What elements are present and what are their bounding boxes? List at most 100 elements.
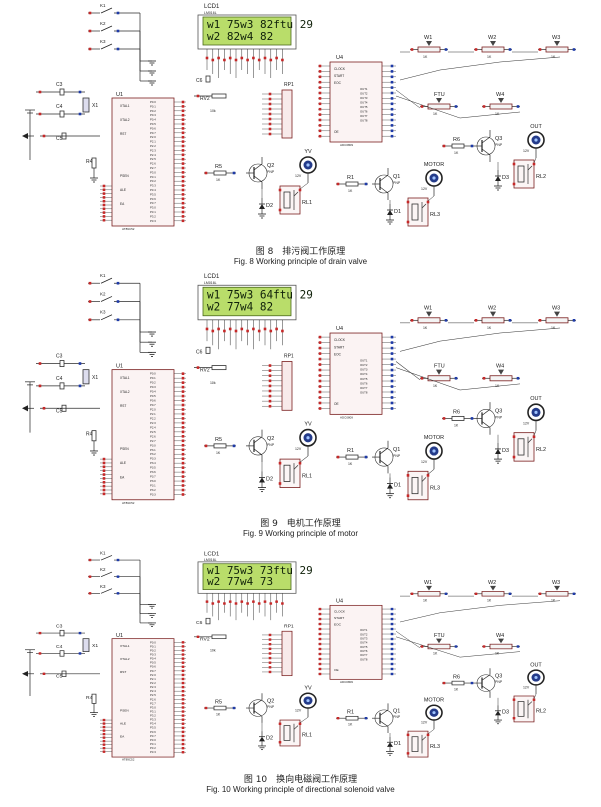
svg-text:OE: OE (334, 668, 339, 672)
svg-text:RV2: RV2 (200, 368, 210, 374)
svg-text:P2.3: P2.3 (150, 421, 156, 425)
svg-text:RL1: RL1 (302, 200, 312, 206)
svg-text:P2.5: P2.5 (150, 157, 156, 161)
relay-rl2: RL2 (512, 159, 546, 189)
svg-text:OUT7: OUT7 (360, 114, 368, 118)
svg-text:C5: C5 (56, 674, 63, 680)
svg-text:P3.0: P3.0 (150, 170, 156, 174)
svg-text:P0.7: P0.7 (150, 131, 156, 135)
lcd-line1: w1 75w3 64ftu 29 (207, 288, 313, 301)
svg-text:P0.1: P0.1 (150, 104, 156, 108)
svg-text:PNP: PNP (495, 680, 503, 684)
svg-text:P3.3: P3.3 (150, 492, 156, 496)
lcd-title: LCD1 (204, 4, 220, 10)
svg-text:C5: C5 (56, 136, 63, 142)
svg-text:12V: 12V (295, 447, 302, 451)
svg-text:W3: W3 (552, 306, 560, 312)
svg-text:P2.4: P2.4 (150, 689, 156, 693)
svg-text:ADC0809: ADC0809 (340, 680, 353, 684)
svg-text:C6: C6 (196, 349, 203, 355)
svg-text:OUT1: OUT1 (360, 87, 368, 91)
svg-text:K2: K2 (100, 291, 106, 296)
svg-text:PNP: PNP (393, 454, 401, 458)
pot-ftu: FTU 1K (420, 364, 458, 388)
mcu-label: U1 (116, 92, 123, 98)
adc-u4: U4CLOCKSTARTEOCOEOUT1OUT2OUT3OUT4OUT5OUT… (318, 326, 396, 419)
svg-text:12V: 12V (523, 149, 530, 153)
diode-d1: D1 (387, 736, 401, 752)
svg-text:1K: 1K (433, 384, 438, 388)
svg-text:1K: 1K (433, 651, 438, 655)
svg-text:OUT3: OUT3 (360, 96, 368, 100)
relay-rl3: RL3 (406, 730, 440, 758)
svg-text:EOC: EOC (334, 352, 342, 356)
svg-text:OUT8: OUT8 (360, 658, 368, 662)
svg-text:1K: 1K (433, 112, 438, 116)
switch-k1: K1 (88, 273, 156, 337)
svg-text:C3: C3 (56, 624, 63, 630)
svg-text:P2.7: P2.7 (150, 701, 156, 705)
svg-text:CLOCK: CLOCK (334, 610, 346, 614)
svg-text:1K: 1K (216, 178, 221, 182)
svg-text:Q1: Q1 (393, 709, 400, 715)
switch-k1: K1 (88, 3, 156, 66)
switch-k2: K2 (88, 21, 156, 76)
svg-text:RL1: RL1 (302, 733, 312, 739)
svg-text:RL2: RL2 (536, 447, 546, 453)
lcd-line2: w2 77w4 82 (207, 301, 273, 314)
svg-text:RP1: RP1 (284, 624, 294, 630)
relay-rl2: RL2 (512, 432, 546, 462)
svg-text:K1: K1 (100, 3, 106, 8)
svg-text:P3.2: P3.2 (150, 488, 156, 492)
svg-text:1K: 1K (495, 112, 500, 116)
svg-text:1K: 1K (487, 326, 492, 330)
svg-text:OUT5: OUT5 (360, 377, 368, 381)
svg-text:R5: R5 (215, 164, 222, 170)
svg-text:OUT1: OUT1 (360, 628, 368, 632)
svg-text:RL3: RL3 (430, 212, 440, 218)
svg-text:P2.0: P2.0 (150, 407, 156, 411)
svg-text:P0.3: P0.3 (150, 113, 156, 117)
svg-text:OUT3: OUT3 (360, 368, 368, 372)
svg-text:P2.7: P2.7 (150, 166, 156, 170)
svg-text:P3.3: P3.3 (150, 718, 156, 722)
svg-text:P3.1: P3.1 (150, 210, 156, 214)
svg-text:1K: 1K (551, 55, 556, 59)
svg-text:R6: R6 (453, 675, 460, 681)
resistor-r5: R5 1K (204, 164, 236, 182)
adc-u4: U4CLOCKSTARTEOCOEOUT1OUT2OUT3OUT4OUT5OUT… (318, 599, 396, 684)
svg-text:P0.2: P0.2 (150, 649, 156, 653)
svg-text:12V: 12V (421, 460, 428, 464)
svg-text:RST: RST (120, 404, 126, 408)
svg-text:FTU: FTU (434, 364, 445, 370)
svg-text:RL3: RL3 (430, 486, 440, 492)
svg-text:P0.5: P0.5 (150, 394, 156, 398)
svg-text:OUT5: OUT5 (360, 645, 368, 649)
svg-text:K3: K3 (100, 584, 106, 589)
svg-text:EA: EA (120, 735, 125, 739)
svg-text:P3.7: P3.7 (150, 201, 156, 205)
svg-text:RL2: RL2 (536, 174, 546, 180)
svg-text:K1: K1 (100, 551, 106, 556)
svg-text:K2: K2 (100, 21, 106, 26)
svg-text:OUT: OUT (530, 124, 542, 130)
adc-u4: U4CLOCKSTARTEOCOEOUT1OUT2OUT3OUT4OUT5OUT… (318, 55, 396, 147)
